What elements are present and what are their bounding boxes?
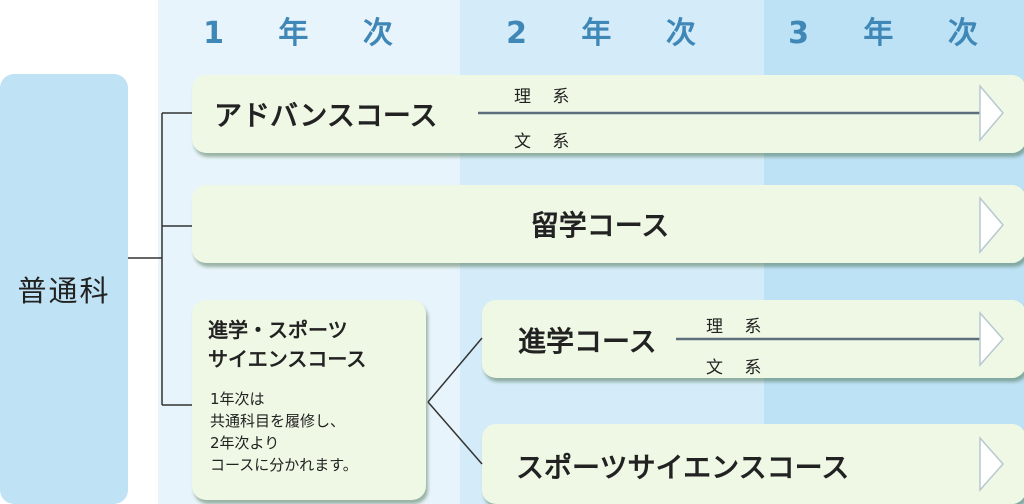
advance-bunkei-label: 文 系 xyxy=(514,132,578,152)
note-line1: 1年次は xyxy=(210,390,265,408)
year1-heading: 1 年 次 xyxy=(203,16,415,51)
shingaku-sports-title-line1: 進学・スポーツ xyxy=(208,318,348,342)
shingaku-rikei-label: 理 系 xyxy=(706,317,770,337)
shingaku-sports-title: 進学・スポーツ サイエンスコース xyxy=(208,316,366,374)
arrow-advance-icon xyxy=(979,83,1004,143)
note-line3: 2年次より xyxy=(210,434,280,452)
shingaku-sports-title-line2: サイエンスコース xyxy=(208,347,367,371)
sports-course-bar xyxy=(482,424,1024,504)
split-to-sports xyxy=(427,401,483,465)
department-label: 普通科 xyxy=(0,74,128,504)
shingaku-bunkei-label: 文 系 xyxy=(706,358,770,378)
ryugaku-course-bar xyxy=(192,185,1024,263)
note-line2: 共通科目を履修し、 xyxy=(210,412,346,430)
arrow-sports-icon xyxy=(979,436,1005,492)
note-line4: コースに分かれます。 xyxy=(210,456,358,474)
shingaku-course-label: 進学コース xyxy=(518,325,657,358)
shingaku-sports-note: 1年次は 共通科目を履修し、 2年次より コースに分かれます。 xyxy=(210,388,358,476)
advance-course-label: アドバンスコース xyxy=(214,99,438,132)
year3-heading: 3 年 次 xyxy=(788,16,1000,51)
advance-rikei-label: 理 系 xyxy=(514,87,578,107)
shingaku-sports-box xyxy=(192,300,426,500)
year2-heading: 2 年 次 xyxy=(506,16,718,51)
sports-course-label: スポーツサイエンスコース xyxy=(516,451,850,484)
split-to-shingaku xyxy=(427,337,483,403)
arrow-shingaku-icon xyxy=(979,311,1005,367)
arrow-ryugaku-icon xyxy=(979,195,1004,255)
ryugaku-course-label: 留学コース xyxy=(530,209,670,242)
